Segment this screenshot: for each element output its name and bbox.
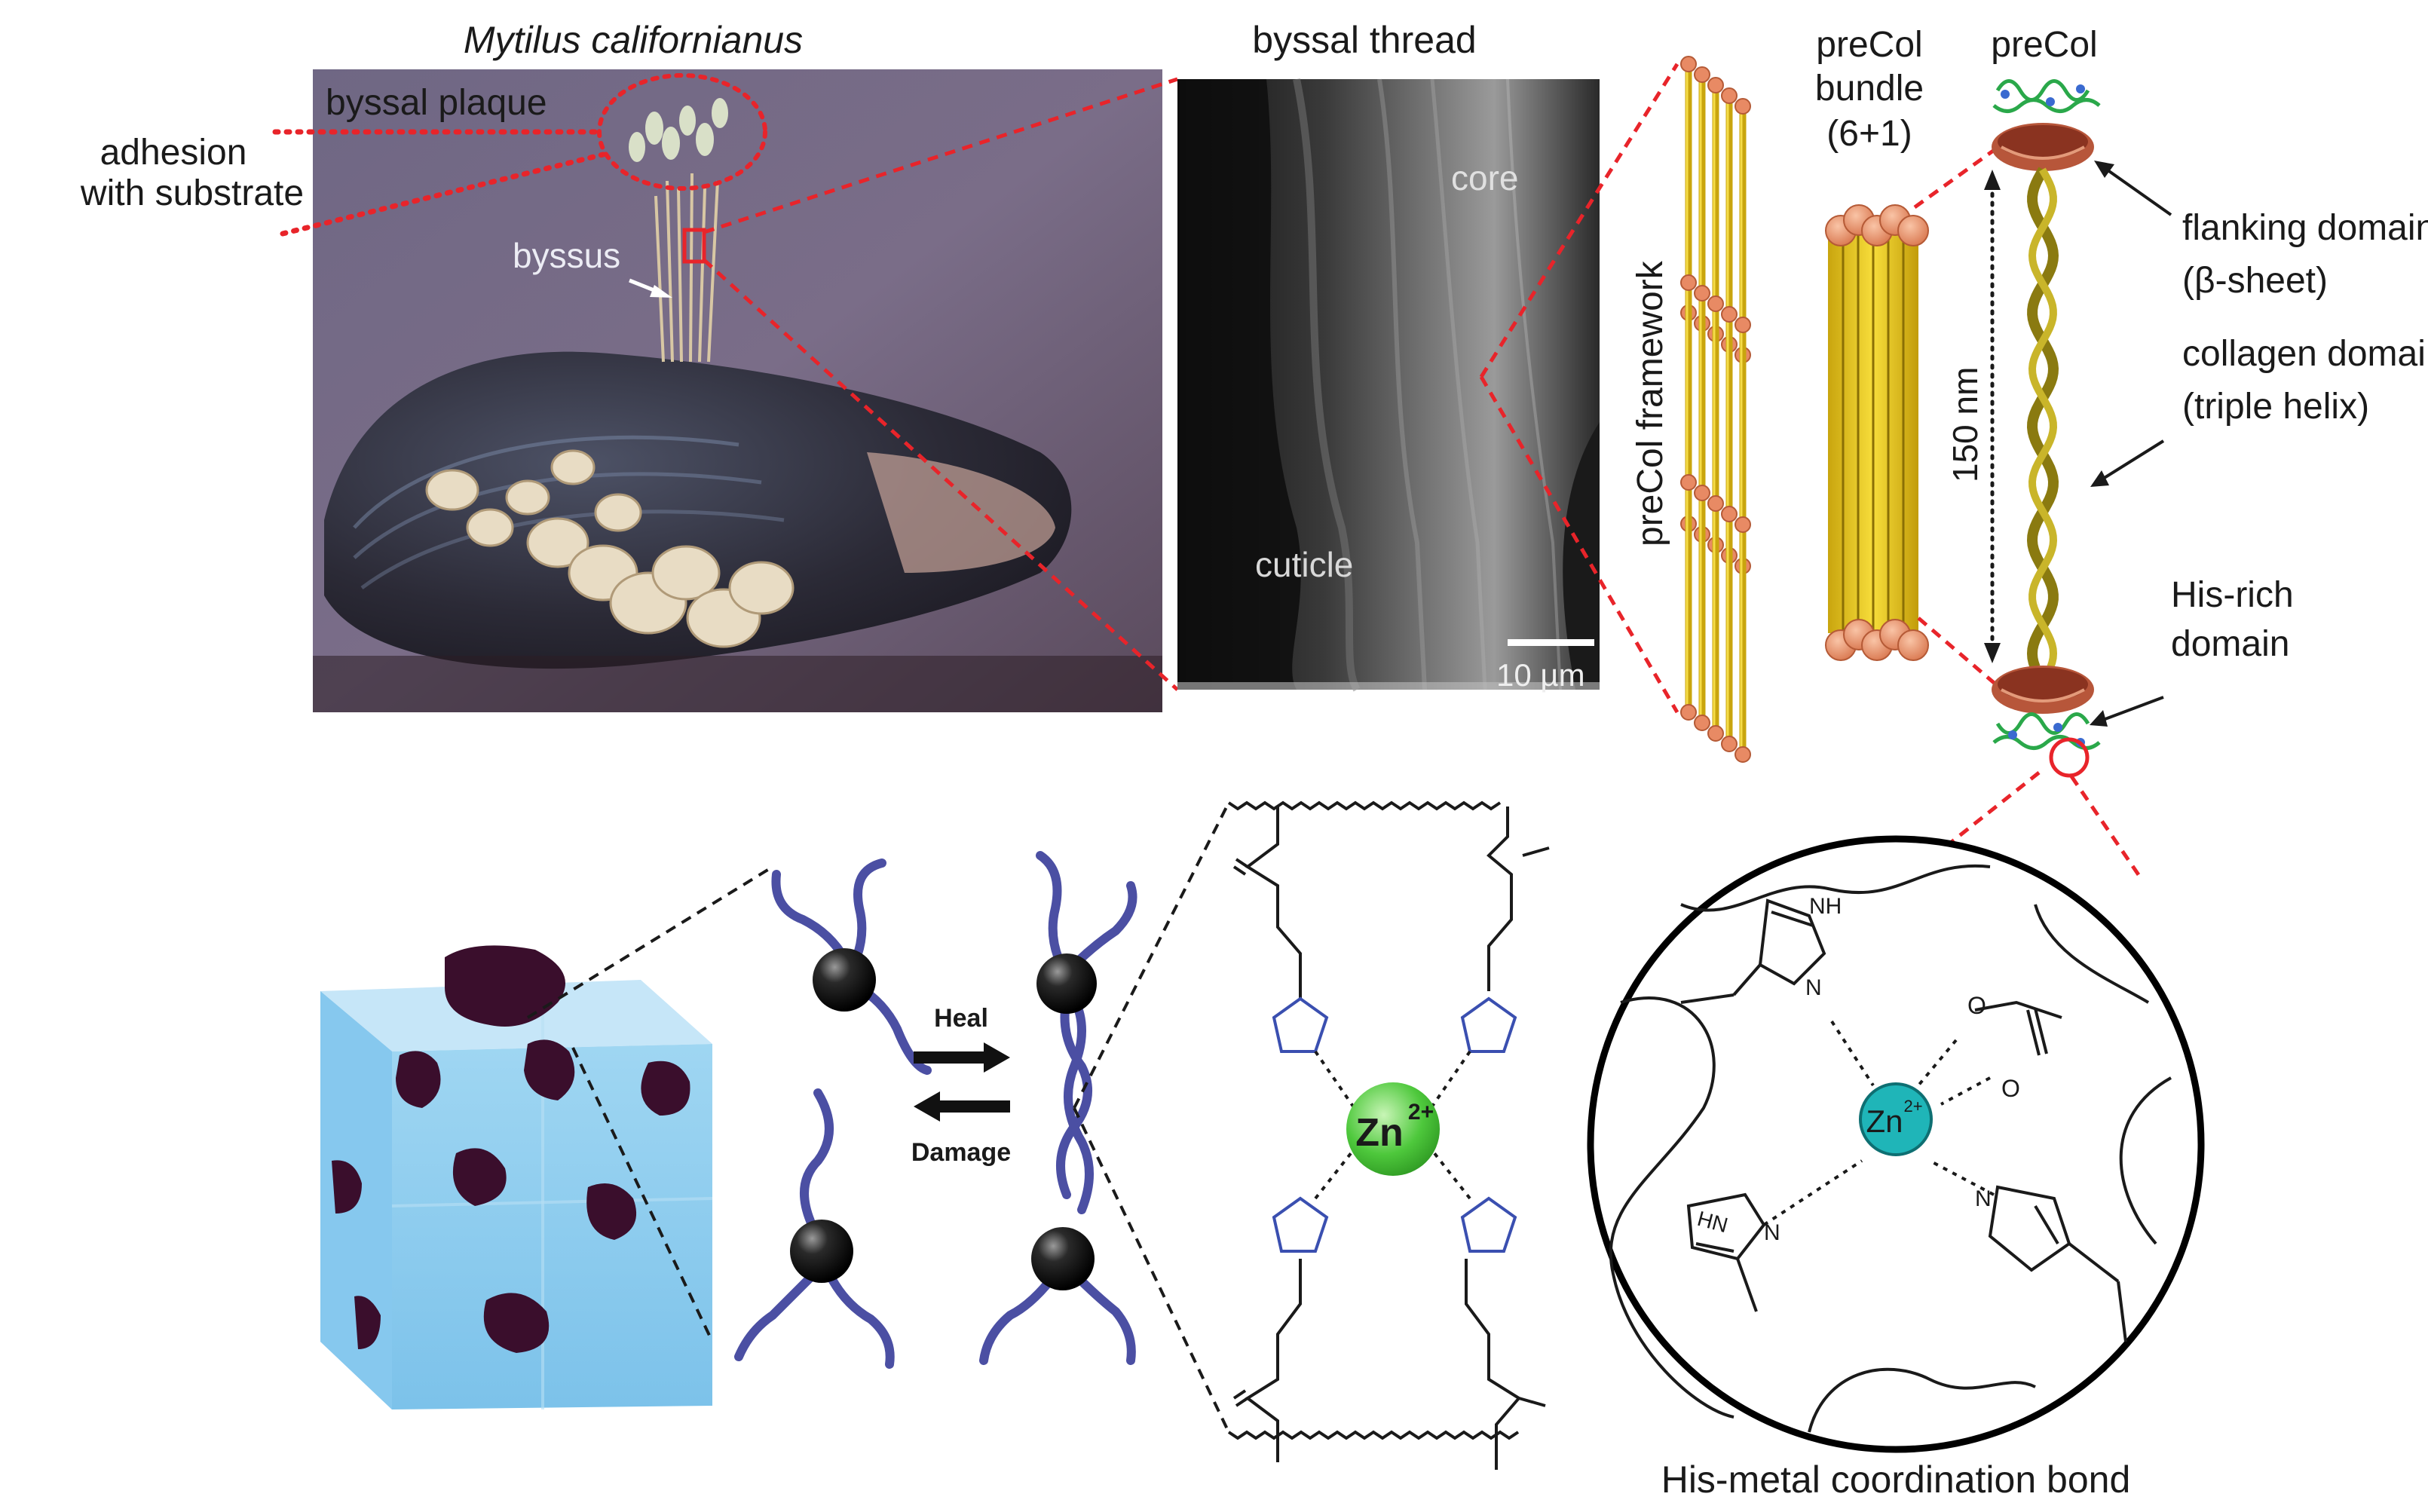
thread-highlight-box [682, 228, 706, 264]
o-label-1: O [1967, 992, 1986, 1019]
nh-label: NH [1809, 894, 1842, 919]
his-metal-caption: His-metal coordination bond [1661, 1458, 2131, 1501]
collagen-label-2: (triple helix) [2182, 387, 2369, 427]
zoom-line-l [1073, 1107, 1230, 1433]
framework-bead [1735, 98, 1751, 115]
heal-label: Heal [934, 1004, 988, 1033]
framework-bead [1707, 495, 1724, 512]
scale-bar [1508, 639, 1594, 646]
zoom-line-c [1479, 63, 1679, 378]
framework-bead [1721, 736, 1738, 752]
framework-bead [1707, 295, 1724, 312]
mussel-shell [324, 351, 1072, 669]
dark-domains [332, 945, 690, 1353]
zoom-line-d [1479, 375, 1679, 714]
micelle-cores [790, 948, 1097, 1290]
precol-molecule [1984, 79, 2172, 778]
cuticle-label: cuticle [1255, 545, 1353, 584]
framework-bead [1721, 506, 1738, 522]
framework-bead [1735, 317, 1751, 333]
o-label-2: O [2001, 1075, 2020, 1102]
adhesion-line-2 [280, 152, 606, 237]
precol-framework [1680, 56, 1751, 763]
micelle-network [734, 851, 1137, 1369]
framework-bead [1680, 474, 1697, 491]
framework-bead [1694, 485, 1710, 501]
his-rich-label-2: domain [2171, 624, 2289, 664]
n-label-1: N [1805, 975, 1822, 1000]
length-label: 150 nm [1946, 367, 1985, 482]
hydrogel-cube [320, 945, 713, 1409]
framework-bead [1721, 87, 1738, 104]
byssal-plaque-label: byssal plaque [326, 83, 547, 123]
mussel-photo [313, 69, 1162, 712]
bundle-bead [1897, 629, 1929, 661]
core-label: core [1451, 158, 1518, 197]
byssus-threads [654, 173, 719, 363]
framework-bead [1721, 306, 1738, 323]
framework-bead [1680, 274, 1697, 291]
zoom-line-g [2069, 775, 2143, 880]
adhesion-label-1: adhesion [100, 133, 247, 173]
framework-bead [1694, 66, 1710, 83]
precol-bundle-label-1: preCol [1816, 25, 1922, 65]
plaque-circle [597, 73, 767, 191]
coordination-bonds [1314, 1050, 1471, 1200]
n-label-2: N [1764, 1220, 1780, 1245]
framework-bead [1707, 77, 1724, 93]
barnacles [425, 449, 795, 648]
n-label-3: N [1975, 1186, 1992, 1211]
framework-bead [1735, 746, 1751, 763]
his-metal-circle [1587, 835, 2205, 1453]
flanking-label-1: flanking domain [2182, 208, 2428, 248]
framework-bead [1680, 704, 1697, 721]
framework-bead [1707, 725, 1724, 742]
precol-bundle-label-2: bundle [1815, 69, 1924, 109]
zn-teal-charge: 2+ [1903, 1097, 1922, 1116]
zoom-line-k [1073, 802, 1230, 1109]
byssus-label: byssus [513, 236, 620, 275]
zn-charge: 2+ [1408, 1100, 1434, 1125]
precol-bundle [1825, 204, 1929, 661]
adhesion-label-2: with substrate [80, 173, 304, 213]
scale-bar-label: 10 µm [1496, 657, 1585, 693]
framework-bead [1694, 285, 1710, 301]
damage-label: Damage [911, 1138, 1011, 1167]
his-rich-label-1: His-rich [2171, 575, 2294, 615]
framework-bead [1735, 516, 1751, 533]
precol-bundle-label-3: (6+1) [1826, 114, 1912, 154]
precol-framework-label: preCol framework [1630, 260, 1670, 546]
precol-title: preCol [1991, 25, 2097, 65]
zoom-line-f [1917, 617, 1999, 687]
zoom-line-i [526, 865, 774, 1019]
zn-teal-label: Zn [1866, 1103, 1903, 1139]
bundle-bead [1897, 215, 1929, 246]
imidazole-rings [1272, 996, 1517, 1253]
byssal-thread-title: byssal thread [1252, 19, 1476, 61]
framework-bead [1694, 715, 1710, 731]
zoom-line-b [703, 259, 1179, 691]
zoom-line-a [703, 77, 1178, 234]
zn-green-ion [1346, 1082, 1440, 1176]
framework-bead [1680, 56, 1697, 72]
species-title: Mytilus californianus [464, 19, 803, 61]
flanking-label-2: (β-sheet) [2182, 261, 2328, 301]
zn-imidazole-complex [1227, 800, 1550, 1470]
his-highlight-circle [2049, 737, 2090, 778]
byssal-plaques [629, 98, 728, 162]
collagen-label-1: collagen domain [2182, 334, 2428, 374]
heal-damage-arrows [914, 1042, 1010, 1122]
zn-label: Zn [1355, 1111, 1404, 1155]
sem-image [1177, 78, 1600, 692]
